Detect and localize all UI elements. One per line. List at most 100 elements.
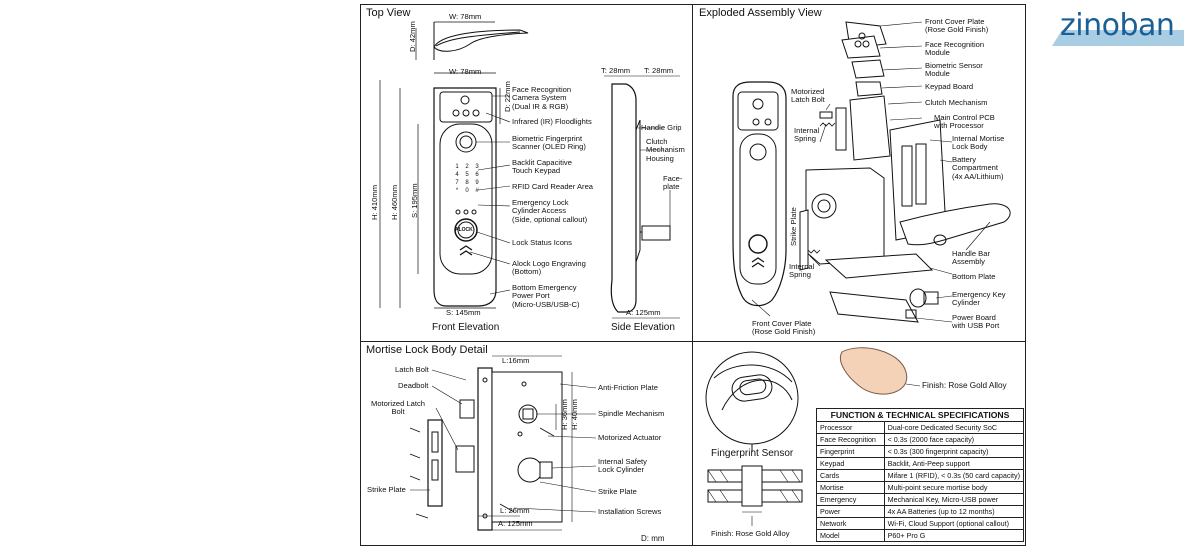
mortise-latch-bolt: Latch Bolt [395,365,429,374]
keypad-key: 3 [475,164,479,170]
spec-label: Emergency [816,493,885,506]
rose-gold-swatch [840,347,921,395]
spec-value: Mechanical Key, Micro-USB power [883,493,1025,506]
exploded-assembly [732,21,1011,323]
vertical-divider [692,5,693,545]
dim-l26: L: 26mm [500,506,530,515]
dim-height-460: H: 460mm [390,184,399,220]
spec-label: Cards [816,469,885,482]
keypad-key: * [455,188,459,194]
handle-top-view [415,21,529,60]
caption-side-elevation: Side Elevation [611,322,675,333]
exploded-internal-spring-1: Internal Spring [794,126,820,144]
dim-l16: L:16mm [502,356,530,365]
brand-logo: zinoban [1060,8,1175,43]
dim-s-145: S: 145mm [446,308,481,317]
spec-value: < 0.3s (2000 face capacity) [883,433,1025,446]
spec-label: Network [816,517,885,530]
exploded-battery: Battery Compartment (4x AA/Lithium) [952,155,1004,181]
spec-value: Mifare 1 (RFID), < 0.3s (50 card capacit… [883,469,1025,482]
spec-value: 4x AA Batteries (up to 12 months) [883,505,1025,518]
caption-front-elevation: Front Elevation [432,322,500,333]
spec-value: Wi-Fi, Cloud Support (optional callout) [883,517,1025,530]
spec-value: Backlit, Anti-Peep support [883,457,1025,470]
exploded-handle-bar: Handle Bar Assembly [952,249,990,267]
keypad-key: 5 [465,172,469,178]
exploded-strike-plate: Strike Plate [789,207,798,246]
keypad-key: 6 [475,172,479,178]
mortise-strike-plate-right: Strike Plate [598,487,637,496]
dim-a125b: A: 125mm [498,519,533,528]
keypad-key: 1 [455,164,459,170]
keypad-key: 7 [455,180,459,186]
exploded-internal-spring-2: Internal Spring [789,262,815,280]
exploded-mortise-body: Internal Mortise Lock Body [952,134,1005,152]
keypad-key: 0 [465,188,469,194]
spec-value: P60+ Pro G [883,529,1025,542]
mortise-deadbolt: Deadbolt [398,381,429,390]
brand-logo-swoosh [1052,30,1184,46]
spec-label: Model [816,529,885,542]
dim-s-195: S: 195mm [410,183,419,218]
spec-label: Processor [816,421,885,434]
spec-value: < 0.3s (300 fingerprint capacity) [883,445,1025,458]
callout-faceplate: Face- plate [663,174,683,192]
side-elevation-device [604,75,680,319]
exploded-front-cover-bottom: Front Cover Plate (Rose Gold Finish) [752,319,816,337]
mortise-screws: Installation Screws [598,507,662,516]
mortise-strike-plate: Strike Plate [367,485,406,494]
spec-row: Face Recognition< 0.3s (2000 face capaci… [816,433,1025,446]
spec-table-title: FUNCTION & TECHNICAL SPECIFICATIONS [816,408,1024,422]
mortise-motorized-latch: Motorized Latch Bolt [371,399,426,417]
keypad-key: 2 [465,164,469,170]
exploded-face-module: Face Recognition Module [925,40,985,58]
panel-title-mortise: Mortise Lock Body Detail [366,344,488,356]
panel-title-top-view: Top View [366,7,411,19]
spec-label: Face Recognition [816,433,885,446]
horizontal-divider [361,341,1025,342]
callout-fingerprint: Biometric Fingerprint Scanner (OLED Ring… [512,134,586,152]
callout-status-icons: Lock Status Icons [512,238,572,247]
callout-keypad: Backlit Capacitive Touch Keypad [512,158,572,176]
callout-clutch-housing: Clutch Mechanism Housing [646,137,685,163]
units-label: D: mm [641,534,665,543]
caption-finish-swatch: Finish: Rose Gold Alloy [922,381,1007,390]
dim-h40: H: 40mm [570,399,579,430]
spec-label: Mortise [816,481,885,494]
callout-ir-floodlights: Infrared (IR) Floodlights [512,117,592,126]
dim-top-width: W: 78mm [449,12,482,21]
exploded-main-pcb: Main Control PCB with Processor [934,113,995,131]
dim-side-t2: T: 28mm [644,66,674,75]
alock-badge: ALOCK [455,227,473,233]
callout-rfid: RFID Card Reader Area [512,182,594,191]
dim-front-depth: D: 22mm [503,81,512,112]
keypad-key: 4 [455,172,459,178]
front-elevation-device [379,72,511,309]
mortise-anti-friction: Anti-Friction Plate [598,383,658,392]
keypad-key: # [475,188,479,194]
exploded-bottom-plate: Bottom Plate [952,272,996,281]
exploded-bio-module: Biometric Sensor Module [925,61,983,79]
spec-label: Power [816,505,885,518]
caption-finish-bottom: Finish: Rose Gold Alloy [711,529,790,538]
exploded-front-cover-top: Front Cover Plate (Rose Gold Finish) [925,17,989,35]
fingerprint-sensor-detail [705,351,803,526]
mortise-actuator: Motorized Actuator [598,433,662,442]
dim-side-t1: T: 28mm [601,66,631,75]
spec-label: Keypad [816,457,885,470]
spec-label: Fingerprint [816,445,885,458]
dim-side-a125: A: 125mm [626,308,661,317]
mortise-safety-cylinder: Internal Safety Lock Cylinder [598,457,647,475]
dim-h36: H: 36mm [560,399,569,430]
callout-emergency-cylinder: Emergency Lock Cylinder Access (Side, op… [512,198,588,224]
exploded-motorized-latch: Motorized Latch Bolt [791,87,825,105]
